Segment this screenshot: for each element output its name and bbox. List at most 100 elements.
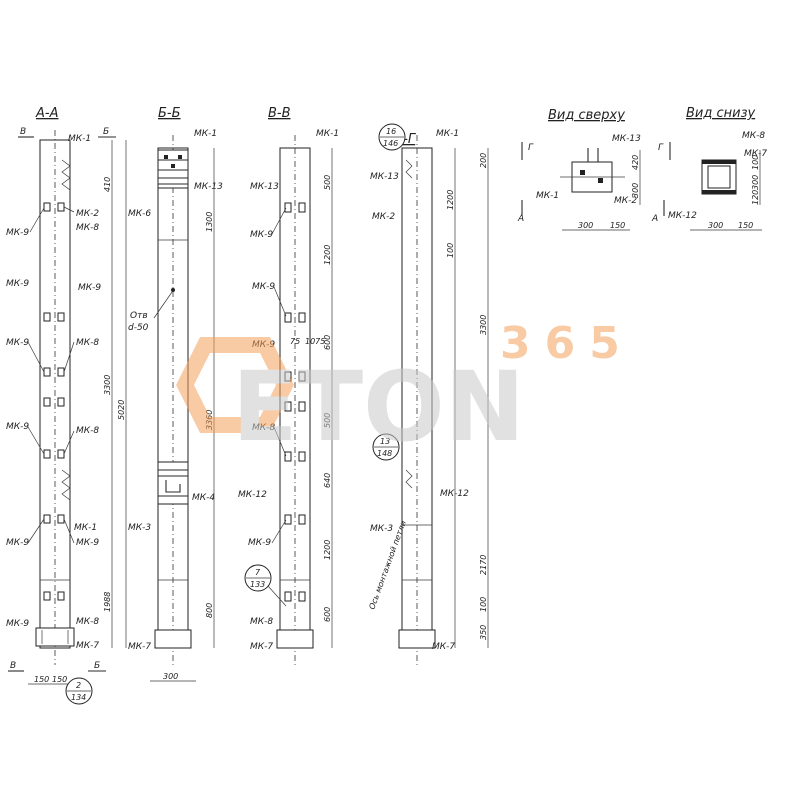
label-a-mk7: МК-7 [76,641,99,651]
dim-v-9: 75 [290,337,300,346]
callout-c3-top: 7 [255,568,261,577]
view-top-mk1: МК-1 [536,191,559,201]
label-v-mk1: МК-1 [316,129,339,139]
dim-v-1: 500 [323,175,332,190]
view-top-mk2: МК-2 [614,196,637,206]
dim-a-top: 410 [103,177,112,192]
dim-top-v1: 420 [631,155,640,170]
dim-bot-v1: 100 [751,155,760,170]
column-g-foot [398,629,436,649]
label-a-mk2: МК-2 [76,209,99,219]
label-b-mk7: МК-7 [128,642,151,652]
cut-mark-bottom-right: Б [94,661,100,671]
view-top-title: Вид сверху [548,108,625,123]
dim-top-w1: 300 [578,221,593,230]
callout-c1: 16 146 [378,123,406,151]
view-bottom-title: Вид снизу [686,106,755,121]
label-a-mk8-2: МК-8 [76,338,99,348]
label-a-mk9-1: МК-9 [6,228,29,238]
callout-c4-bottom: 134 [71,693,86,702]
column-a-foot [35,627,75,647]
label-v-mk9-1: МК-9 [250,230,273,240]
column-v-foot [276,629,314,649]
view-bottom-mk12: МК-12 [668,211,697,221]
dim-bot-w1: 300 [708,221,723,230]
section-b: Б-Б МК-1 МК-13 МК-6 Отв d-50 МК-4 МК-3 М… [128,106,223,682]
dim-a-bottom: 1988 [103,592,112,612]
view-top-label-g: Г [528,143,534,153]
dim-a-w2: 150 [52,675,67,684]
label-g-mk3: МК-3 [370,524,393,534]
callout-c2-top: 13 [380,437,390,446]
label-a-mk9-5: МК-9 [6,422,29,432]
label-a-mk9-6: МК-9 [6,538,29,548]
label-g-mk2: МК-2 [372,212,395,222]
callout-c3: 7 133 [244,564,287,607]
section-g: Г-Г МК-1 МК-13 МК-2 МК-12 МК-3 МК-7 Ось … [367,123,489,665]
view-top-mk13: МК-13 [612,134,641,144]
dim-bot-w2: 150 [738,221,753,230]
callout-c1-bottom: 146 [383,139,398,148]
column-b-foot [154,629,192,649]
dim-g-3: 350 [479,625,488,640]
callout-c3-bottom: 133 [250,580,265,589]
view-bottom-mk8: МК-8 [742,131,765,141]
dim-v-5: 640 [323,473,332,488]
section-v-title: В-В [268,106,291,121]
label-b-mk6: МК-6 [128,209,151,219]
dim-a-total: 5020 [117,400,126,420]
view-top-label-a: А [517,214,524,224]
callout-c4: 2 134 [65,677,93,705]
label-v-mk12: МК-12 [238,490,267,500]
label-a-mk8-4: МК-8 [76,617,99,627]
section-a-title: А-А [35,106,58,121]
label-b-otv: Отв [130,311,148,321]
label-a-mk8-3: МК-8 [76,426,99,436]
label-a-mk9-4: МК-9 [6,338,29,348]
label-g-mk7: МК-7 [432,642,455,652]
view-bottom-mk7: МК-7 [744,149,767,159]
label-b-mk4: МК-4 [192,493,215,503]
dim-g-main: 3300 [479,315,488,335]
dim-g-2: 100 [446,243,455,258]
label-b-otv-d: d-50 [128,323,149,333]
label-a-mk1: МК-1 [68,134,91,144]
label-g-mk12: МК-12 [440,489,469,499]
label-a-mk9-2: МК-9 [6,279,29,289]
label-v-mk8: МК-8 [252,423,275,433]
dim-g-top: 200 [479,153,488,168]
dim-top-w2: 150 [610,221,625,230]
dim-v-6: 1200 [323,540,332,560]
callout-c2: 13 148 [372,433,400,461]
cut-mark-bottom-left: В [10,661,16,671]
label-v-mk9-2: МК-9 [252,282,275,292]
label-v-mk9-4: МК-9 [248,538,271,548]
section-a: А-А В Б МК-1 МК-2 МК-8 МК-9 МК-9 МК-9 МК… [6,106,127,705]
label-v-mk7: МК-7 [250,642,273,652]
callout-c2-bottom: 148 [377,449,392,458]
dim-g-low: 2170 [479,555,488,575]
dim-b-w: 300 [163,672,178,681]
dim-v-2: 1200 [323,245,332,265]
view-bottom-label-a: А [651,214,658,224]
label-b-mk13: МК-13 [194,182,223,192]
dim-v-4: 500 [323,413,332,428]
dim-b-bottom: 800 [205,603,214,618]
dim-v-10: 1075 [305,337,325,346]
view-top: Вид сверху Г А МК-13 МК-1 МК-2 300 150 4… [517,108,641,231]
dim-bot-v2: 300 [751,175,760,190]
dim-a-main: 3300 [103,375,112,395]
label-a-mk9-3: МК-9 [78,283,101,293]
dim-top-v2: 300 [631,183,640,198]
label-a-mk8-1: МК-8 [76,223,99,233]
dim-b-mid: 3360 [205,410,214,430]
view-bottom: Вид снизу Г А МК-8 МК-7 МК-12 300 150 10… [651,106,767,231]
label-a-mk9-7: МК-9 [76,538,99,548]
label-a-mk1-2: МК-1 [74,523,97,533]
dim-v-3: 600 [323,335,332,350]
view-bottom-label-g: Г [658,143,664,153]
dim-g-1: 1200 [446,190,455,210]
cut-mark-top-left: В [20,127,26,137]
label-a-mk9-8: МК-9 [6,619,29,629]
